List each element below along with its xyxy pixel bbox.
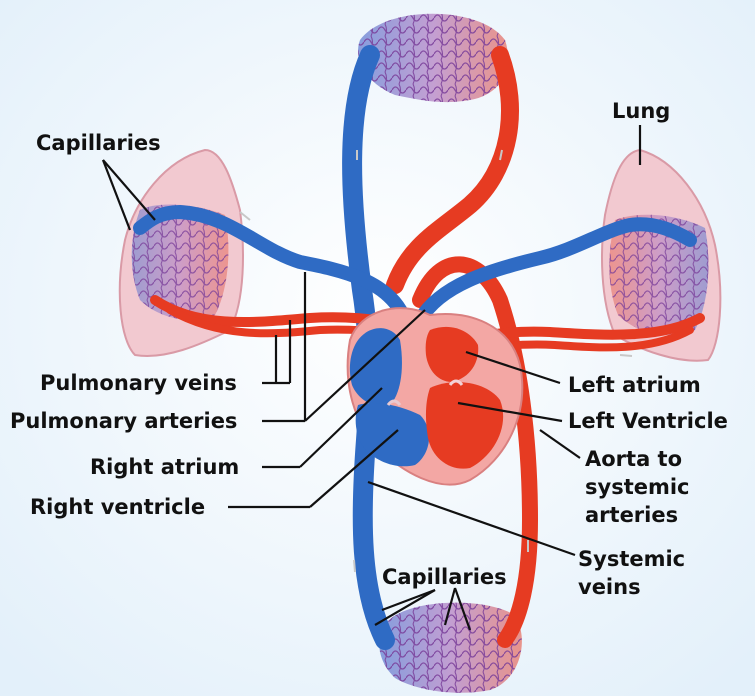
- right-lung: [601, 148, 722, 362]
- label-left-ventricle: Left Ventricle: [568, 409, 728, 433]
- upper-capillary-bed: [358, 13, 509, 103]
- left-lung: [118, 148, 244, 357]
- pulmonary-arteries: [133, 204, 697, 327]
- left-atrium-shape: [425, 326, 479, 382]
- label-pulmonary-arteries: Pulmonary arteries: [10, 409, 237, 433]
- label-pulmonary-veins: Pulmonary veins: [40, 371, 237, 395]
- label-aorta-line2: systemic: [585, 475, 690, 499]
- label-capillaries-top: Capillaries: [36, 131, 161, 155]
- label-systemic-veins-line1: Systemic: [578, 547, 685, 571]
- lower-capillary-bed: [379, 602, 522, 693]
- heart: [346, 307, 524, 486]
- right-atrium-shape: [349, 328, 402, 407]
- label-capillaries-bottom: Capillaries: [382, 565, 507, 589]
- left-ventricle-shape: [425, 382, 504, 469]
- label-aorta-line1: Aorta to: [585, 447, 682, 471]
- leader-lines: [101, 125, 642, 631]
- label-right-atrium: Right atrium: [90, 455, 239, 479]
- label-lung: Lung: [612, 99, 670, 123]
- labels: Capillaries Lung Pulmonary veins Pulmona…: [10, 99, 728, 599]
- label-aorta-line3: arteries: [585, 503, 678, 527]
- flow-marks: [239, 149, 633, 573]
- label-left-atrium: Left atrium: [568, 373, 701, 397]
- label-systemic-veins-line2: veins: [578, 575, 641, 599]
- label-right-ventricle: Right ventricle: [30, 495, 205, 519]
- systemic-arteries: [386, 46, 539, 648]
